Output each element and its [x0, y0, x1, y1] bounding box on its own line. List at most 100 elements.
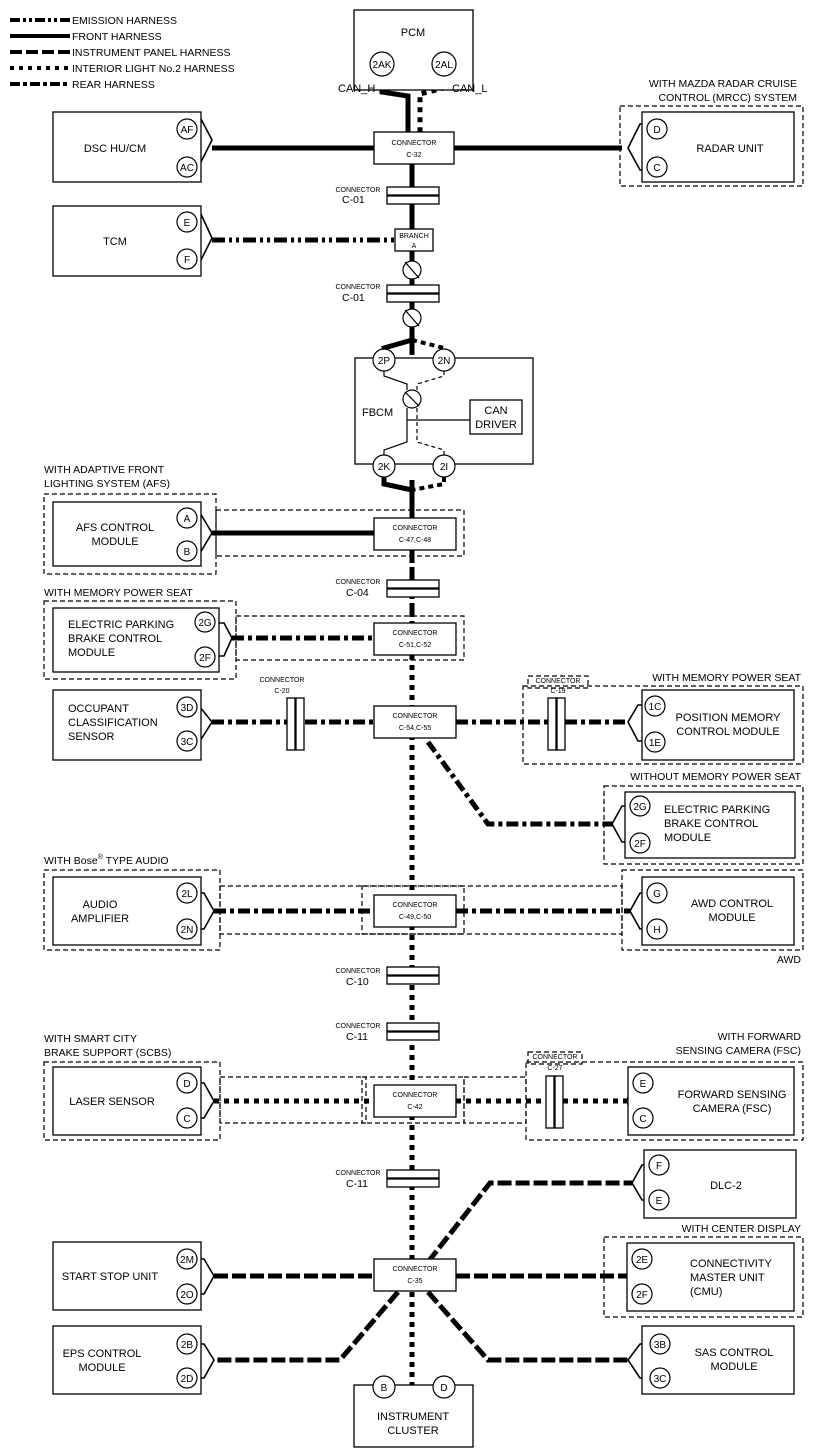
cmu-label-3: (CMU) [690, 1286, 722, 1298]
afs-condition-2: LIGHTING SYSTEM (AFS) [44, 478, 170, 490]
dsc-pin-ac: AC [180, 163, 194, 174]
amp-label-2: AMPLIFIER [71, 913, 129, 925]
ocs-label-3: SENSOR [68, 731, 115, 743]
epb-no-memory-label-1: ELECTRIC PARKING [664, 804, 770, 816]
ocs-pin-3d: 3D [181, 703, 194, 714]
radar-module: WITH MAZDA RADAR CRUISE CONTROL (MRCC) S… [454, 78, 804, 187]
ic-label-1: INSTRUMENT [377, 1411, 449, 1423]
pcm-module: PCM 2AK 2AL CAN_H CAN_L [338, 9, 487, 95]
epb-no-memory-label-2: BRAKE CONTROL [664, 818, 758, 830]
epb-memory-label-2: BRAKE CONTROL [68, 633, 162, 645]
dlc2-module: DLC-2 F E [426, 1149, 797, 1264]
sas-module: SAS CONTROL MODULE 3B 3C [627, 1325, 795, 1395]
connector-word: CONNECTOR [393, 1092, 438, 1099]
connector-word: CONNECTOR [533, 1054, 578, 1061]
connector-c19-label: C-19 [550, 688, 565, 695]
can-l-label: CAN_L [452, 83, 487, 95]
audio-amp-module: WITH Bose® TYPE AUDIO AUDIO AMPLIFIER 2L… [43, 853, 623, 951]
eps-module: EPS CONTROL MODULE 2B 2D [52, 1325, 215, 1395]
position-memory-label-2: CONTROL MODULE [676, 726, 780, 738]
sas-pin-3c: 3C [654, 1374, 667, 1385]
afs-module: WITH ADAPTIVE FRONT LIGHTING SYSTEM (AFS… [43, 464, 465, 575]
connector-c01-lower: CONNECTOR C-01 [336, 284, 440, 304]
pcm-label: PCM [401, 27, 425, 39]
fbcm-module: 2P 2N CAN DRIVER FBCM 2K 2I [354, 332, 534, 493]
afs-pin-b: B [184, 547, 191, 558]
connector-c10-label: C-10 [346, 976, 369, 988]
cmu-pin-2f: 2F [636, 1290, 648, 1301]
connector-c11-lower: CONNECTOR C-11 [336, 1169, 440, 1190]
fbcm-pin-2p: 2P [378, 356, 391, 367]
connector-c11-upper: CONNECTOR C-11 [336, 1022, 440, 1043]
eps-label-2: MODULE [78, 1362, 125, 1374]
connector-c20: CONNECTOR C-20 [260, 677, 305, 751]
epb-memory-pin-2f: 2F [199, 653, 211, 664]
connector-word: CONNECTOR [393, 525, 438, 532]
laser-pin-c: C [183, 1114, 190, 1125]
dsc-pin-af: AF [181, 125, 194, 136]
connector-word: CONNECTOR [336, 187, 381, 194]
cmu-pin-2e: 2E [636, 1255, 649, 1266]
epb-no-memory-pin-2g: 2G [633, 802, 647, 813]
amp-pin-2n: 2N [181, 925, 194, 936]
amp-condition-b: TYPE AUDIO [103, 855, 169, 867]
fbcm-label: FBCM [362, 407, 393, 419]
amp-condition-a: WITH Bose [44, 855, 98, 867]
twisted-pair-icon [402, 260, 422, 280]
afs-condition-1: WITH ADAPTIVE FRONT [44, 464, 165, 476]
connector-c42-label: C-42 [407, 1104, 422, 1111]
connector-c01-upper: CONNECTOR C-01 [336, 186, 440, 206]
legend-rear: REAR HARNESS [72, 79, 155, 91]
amp-pin-2l: 2L [181, 889, 193, 900]
epb-memory-label-1: ELECTRIC PARKING [68, 619, 174, 631]
legend-interior-light: INTERIOR LIGHT No.2 HARNESS [72, 63, 235, 75]
epb-memory-label-3: MODULE [68, 647, 115, 659]
tcm-module: TCM E F [52, 205, 395, 277]
fsc-pin-e: E [640, 1079, 647, 1090]
laser-condition-2: BRAKE SUPPORT (SCBS) [44, 1047, 171, 1059]
connector-c32-label: C-32 [406, 152, 421, 159]
fbcm-pin-2n: 2N [438, 356, 451, 367]
start-stop-pin-2m: 2M [180, 1255, 194, 1266]
connector-c04-label: C-04 [346, 587, 369, 599]
legend-instrument-panel: INSTRUMENT PANEL HARNESS [72, 47, 231, 59]
connector-c5455-label: C-54,C-55 [399, 725, 431, 732]
fsc-label-1: FORWARD SENSING [678, 1089, 787, 1101]
fsc-condition-1: WITH FORWARD [718, 1031, 802, 1043]
awd-pin-h: H [653, 925, 660, 936]
connector-c5152-label: C-51,C-52 [399, 642, 431, 649]
pcm-pin-2ak: 2AK [373, 60, 392, 71]
twisted-pair-icon [402, 308, 422, 328]
connector-c5455: CONNECTOR C-54,C-55 [373, 705, 457, 739]
afs-label-1: AFS CONTROL [76, 522, 154, 534]
laser-sensor-module: WITH SMART CITY BRAKE SUPPORT (SCBS) LAS… [43, 1033, 374, 1141]
dsc-module: DSC HU/CM AF AC [52, 111, 374, 183]
epb-memory-condition: WITH MEMORY POWER SEAT [44, 587, 193, 599]
connector-word: CONNECTOR [336, 1170, 381, 1177]
legend: EMISSION HARNESS FRONT HARNESS INSTRUMEN… [10, 15, 235, 91]
tcm-pin-e: E [184, 218, 191, 229]
connector-word: CONNECTOR [393, 902, 438, 909]
cmu-condition: WITH CENTER DISPLAY [682, 1223, 801, 1235]
branch-label: BRANCH [399, 233, 429, 240]
awd-label-1: AWD CONTROL [691, 898, 773, 910]
connector-c35: CONNECTOR C-35 [373, 1258, 457, 1292]
position-memory-pin-1c: 1C [649, 702, 662, 713]
eps-pin-2d: 2D [181, 1374, 194, 1385]
can-driver-line-1: CAN [484, 405, 507, 417]
connector-c10: CONNECTOR C-10 [336, 966, 440, 988]
sas-pin-3b: 3B [654, 1340, 667, 1351]
connector-c11b-label: C-11 [346, 1178, 368, 1190]
pcm-pin-2al: 2AL [435, 60, 453, 71]
radar-pin-c: C [653, 163, 660, 174]
connector-word: CONNECTOR [536, 678, 581, 685]
legend-emission: EMISSION HARNESS [72, 15, 177, 27]
connector-c42: CONNECTOR C-42 [361, 1076, 465, 1124]
branch-a: BRANCH A [394, 228, 434, 252]
connector-word: CONNECTOR [393, 630, 438, 637]
dlc2-pin-f: F [656, 1161, 662, 1172]
epb-memory-pin-2g: 2G [198, 618, 212, 629]
fsc-module: WITH FORWARD SENSING CAMERA (FSC) CONNEC… [456, 1031, 804, 1141]
connector-word: CONNECTOR [393, 713, 438, 720]
position-memory-condition: WITH MEMORY POWER SEAT [652, 672, 801, 684]
